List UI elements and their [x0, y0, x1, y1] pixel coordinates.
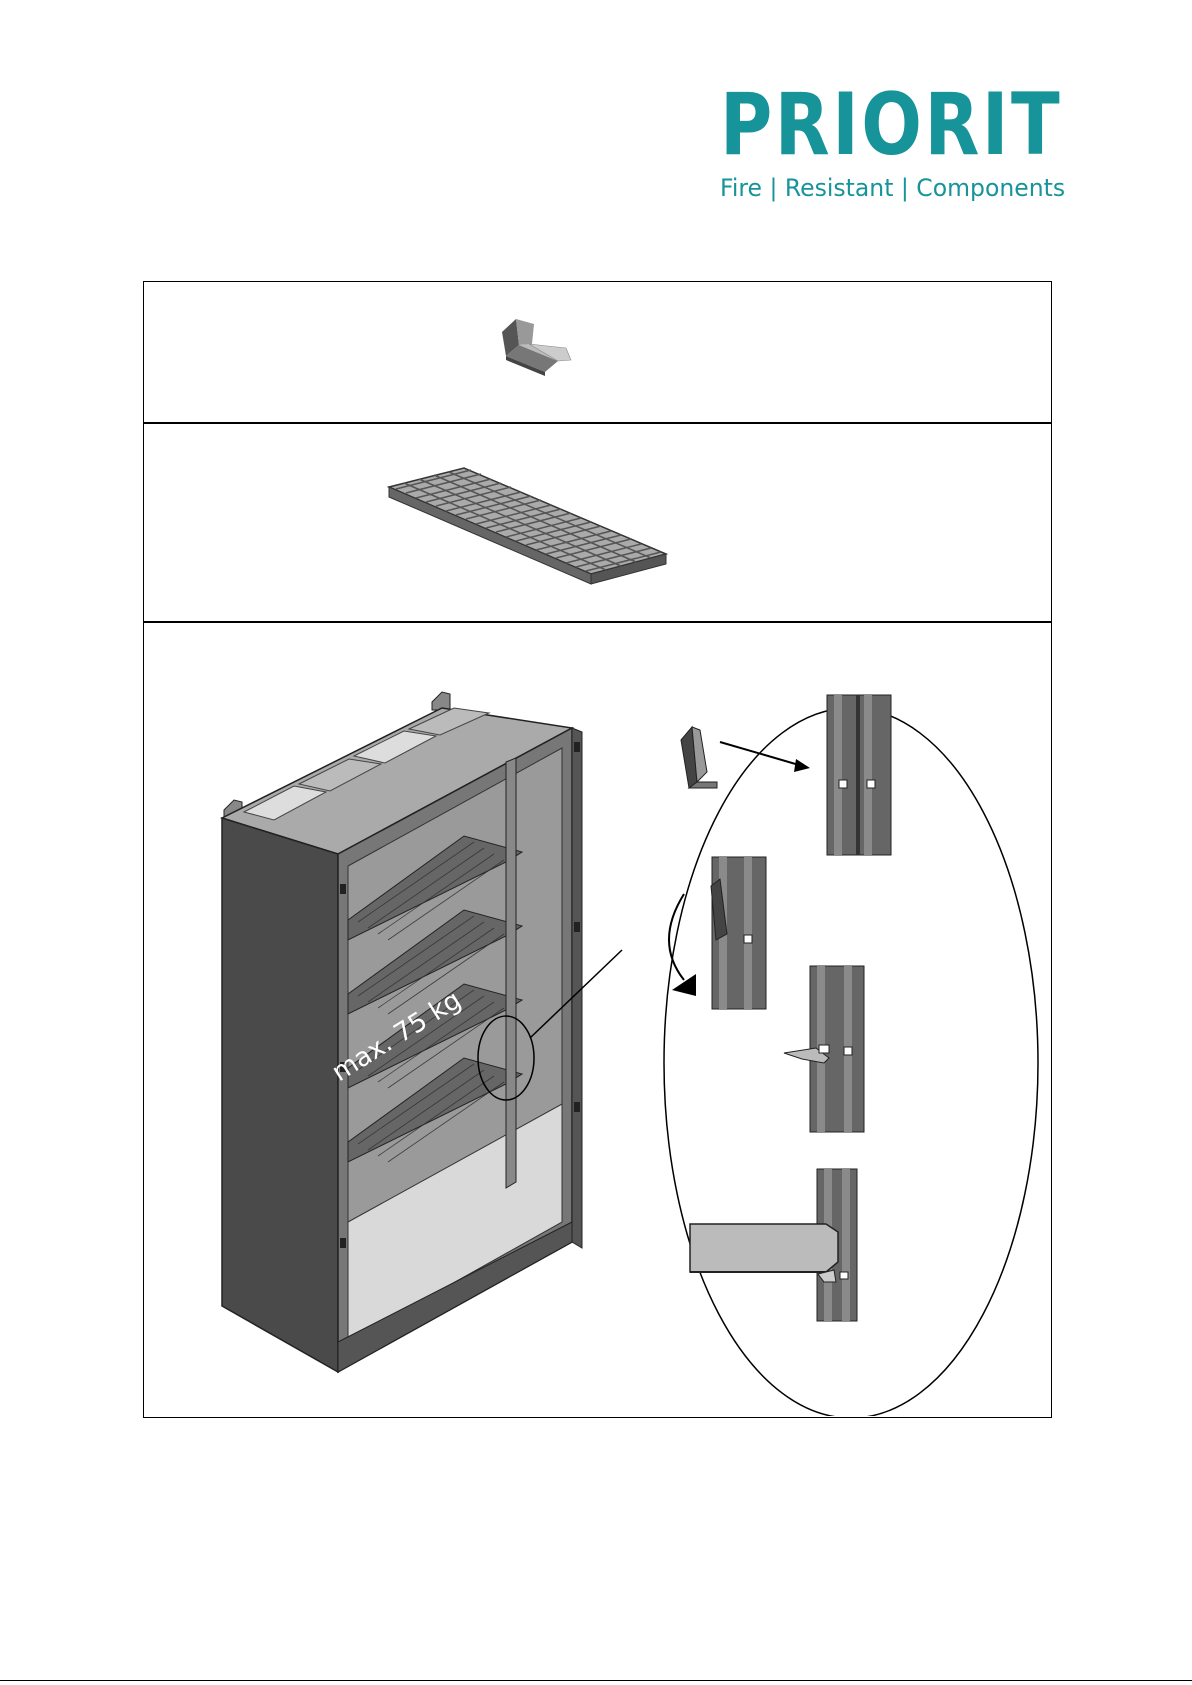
panel-grid-shelf: [143, 422, 1052, 623]
detail-rotate-bracket: [669, 857, 766, 1009]
logo-tagline: Fire | Resistant | Components: [720, 174, 1120, 202]
logo-wordmark: PRIORIT: [720, 84, 1059, 166]
panel-assembly: max. 75 kg: [143, 621, 1052, 1418]
detail-hooked-bracket: [784, 966, 864, 1132]
assembly-illustration: max. 75 kg: [144, 622, 1050, 1416]
shelf-bracket-illustration: [144, 282, 1050, 422]
footer-rule: [0, 1680, 1192, 1681]
priorit-logo: PRIORIT Fire | Resistant | Components: [720, 84, 1128, 206]
grid-shelf-illustration: [144, 423, 1050, 621]
panel-shelf-bracket: [143, 281, 1052, 424]
detail-insert-bracket: [681, 695, 891, 855]
detail-shelf-resting: [690, 1169, 857, 1321]
